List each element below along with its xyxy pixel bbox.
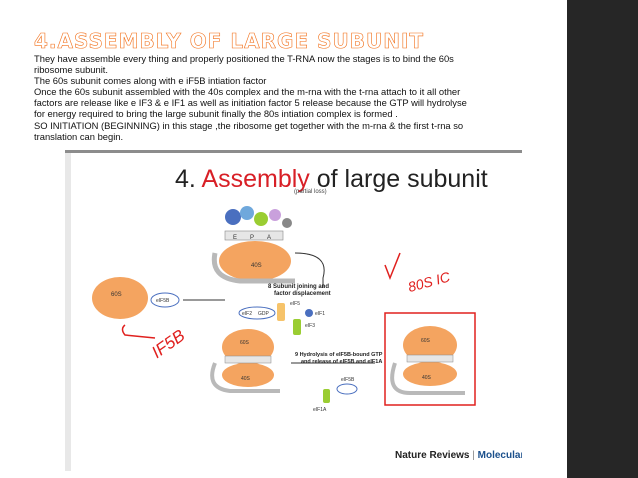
body-line: Once the 60s subunit assembled with the … — [34, 86, 461, 98]
middle-40s-shape — [222, 363, 274, 387]
eif2-gdp-shape — [238, 306, 276, 320]
step-8-line-2: factor displacement — [274, 291, 331, 297]
top-site-a: A — [267, 235, 271, 241]
handwritten-80s-ic: 80S IC — [406, 268, 452, 295]
right-sidebar-band — [567, 0, 638, 478]
right-60s-label: 60S — [421, 338, 431, 344]
top-40s-label: 40S — [251, 263, 262, 269]
middle-60s-label: 60S — [240, 340, 250, 346]
right-80s-complex: 60S 40S — [390, 326, 465, 395]
released-factors: eIF2 GDP eIF5 eIF1 eIF3 — [238, 301, 325, 335]
handwritten-if5b: IF5B — [148, 326, 188, 362]
right-40s-shape — [403, 362, 457, 386]
figure-heading-number: 4. — [175, 165, 196, 193]
top-flow-arrow — [294, 252, 325, 288]
eif5-label: eIF5 — [290, 301, 300, 307]
bottom-eif1a-shape — [323, 389, 330, 403]
right-40s-label: 40S — [422, 375, 432, 381]
body-line: for energy required to bring the large s… — [34, 108, 398, 120]
eif5-shape — [277, 303, 285, 321]
body-line: SO INITIATION (BEGINNING) in this stage … — [34, 119, 464, 131]
middle-site-bar — [224, 355, 272, 364]
middle-40s-label: 40S — [241, 376, 251, 382]
handwritten-red-box — [384, 312, 476, 406]
top-factor-light-blue — [240, 206, 254, 220]
top-factor-grey — [282, 218, 292, 228]
left-60s-complex: 60S eIF5B — [92, 277, 225, 319]
slide-body-text: They have assemble every thing and prope… — [34, 53, 554, 142]
step-9-line-1: 9 Hydrolysis of eIF5B-bound GTP — [295, 352, 383, 358]
step-9-line-2: and release of eIF5B and eIF1A — [301, 359, 382, 365]
left-60s-subunit-shape — [92, 277, 148, 319]
top-site-bar — [224, 230, 284, 241]
handwritten-left-curve — [121, 324, 156, 339]
bottom-eif5b-shape — [336, 383, 358, 395]
top-site-e: E — [233, 235, 237, 241]
top-factor-green — [254, 212, 268, 226]
figure-heading: 4. Assembly of large subunit — [175, 165, 488, 194]
credit-journal: Nature Reviews — [395, 450, 470, 461]
middle-80s-complex: 60S 40S 9 Hydrolysis of eIF5B-bound GTP … — [210, 329, 383, 413]
top-site-p: P — [250, 235, 254, 241]
assembly-diagram: E P A 40S (partial loss) 60S eIF5B 8 Sub… — [92, 189, 476, 413]
top-factor-purple — [269, 209, 281, 221]
top-40s-complex: E P A 40S (partial loss) — [211, 189, 327, 288]
figure-heading-red-word: Assembly — [201, 165, 310, 193]
body-line: translation can begin. — [34, 130, 124, 142]
right-mrna-strand — [390, 362, 465, 395]
top-mrna-strand — [211, 252, 295, 284]
figure-image: 4. Assembly of large subunit E P A 40S (… — [65, 150, 522, 471]
partial-loss-label: (partial loss) — [294, 189, 327, 195]
body-line: The 60s subunit comes along with e iF5B … — [34, 75, 267, 87]
bottom-eif1a-label: eIF1A — [313, 407, 327, 413]
credit-separator: | — [472, 450, 475, 461]
eif1-label: eIF1 — [315, 311, 325, 317]
eif3-shape — [293, 319, 301, 335]
handwritten-checkmark — [384, 252, 401, 281]
step-8-annotation: 8 Subunit joining and factor displacemen… — [268, 284, 331, 297]
step-8-line-1: 8 Subunit joining and — [268, 284, 329, 290]
credit-section: Molecular Cell Biology — [477, 450, 522, 461]
gdp-label: GDP — [258, 311, 270, 317]
figure-credit: Nature Reviews | Molecular Cell Biology — [395, 450, 522, 461]
top-factor-blue — [225, 209, 241, 225]
left-eif5b-shape — [150, 292, 180, 308]
middle-mrna-strand — [210, 362, 280, 393]
left-eif5b-label: eIF5B — [156, 298, 170, 304]
figure-left-edge — [65, 153, 71, 471]
right-site-bar — [406, 354, 454, 363]
slide-title: 4.ASSEMBLY OF LARGE SUBUNIT — [34, 29, 425, 53]
eif2-label: eIF2 — [242, 311, 252, 317]
body-line: They have assemble every thing and prope… — [34, 53, 454, 64]
body-line: factors are release like e IF3 & e IF1 a… — [34, 97, 467, 109]
body-line: ribosome subunit. — [34, 64, 108, 76]
bottom-eif5b-label: eIF5B — [341, 377, 355, 383]
eif3-label: eIF3 — [305, 323, 315, 329]
right-60s-shape — [403, 326, 457, 364]
left-60s-label: 60S — [111, 292, 122, 298]
eif1-shape — [305, 309, 313, 317]
figure-heading-rest: of large subunit — [316, 165, 488, 193]
top-40s-subunit-shape — [219, 241, 291, 281]
